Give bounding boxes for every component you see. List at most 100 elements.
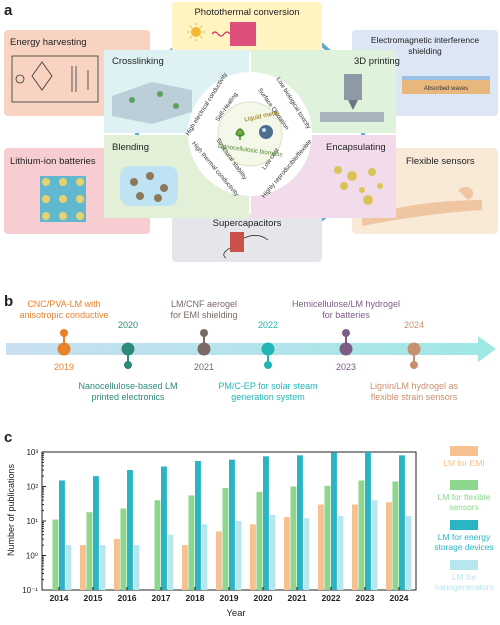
bar-2022-s1 <box>324 485 331 590</box>
bar-2021-s2 <box>297 455 303 590</box>
bar-2019-s0 <box>216 531 222 590</box>
bar-2017-s2 <box>161 466 167 590</box>
panel-c: c Number of publications Year 10⁻¹10⁰10¹… <box>4 429 494 619</box>
event-description: generation system <box>231 392 305 402</box>
event-knob <box>124 361 132 369</box>
x-tick-label: 2017 <box>152 593 171 603</box>
y-axis-title: Number of publications <box>6 463 16 556</box>
emi-label-line1: Electromagnetic interference <box>371 35 479 45</box>
bar-2016-s0 <box>114 539 120 590</box>
bar-2015-s1 <box>86 512 93 590</box>
x-tick-label: 2024 <box>390 593 409 603</box>
bar-2024-s0 <box>386 502 392 590</box>
event-knob <box>264 361 272 369</box>
printer-nozzle-image <box>320 74 384 122</box>
photothermal-label: Photothermal conversion <box>194 7 299 18</box>
legend-swatch <box>450 560 478 570</box>
center-core <box>217 101 283 167</box>
legend-label: sensors <box>449 502 479 512</box>
bar-2024-s3 <box>405 515 412 590</box>
event-knob <box>60 329 68 337</box>
x-axis-title: Year <box>226 608 245 619</box>
panel-a: a Photothermal conversion Energy harv <box>4 2 498 262</box>
x-tick-label: 2022 <box>322 593 341 603</box>
bar-2017-s3 <box>167 534 174 590</box>
bar-2014-s1 <box>52 519 59 590</box>
event-year: 2020 <box>118 320 138 330</box>
event-year: 2022 <box>258 320 278 330</box>
y-tick-label: 10² <box>26 483 38 492</box>
legend-swatch <box>450 480 478 490</box>
event-description: PM/C-EP for solar steam <box>218 381 317 391</box>
event-description: printed electronics <box>91 392 165 402</box>
event-dot <box>407 342 421 356</box>
y-tick-label: 10¹ <box>26 517 38 526</box>
x-tick-label: 2014 <box>50 593 69 603</box>
event-year: 2024 <box>404 320 424 330</box>
bar-2018-s3 <box>201 524 208 590</box>
x-tick-label: 2015 <box>84 593 103 603</box>
bar-2017-s1 <box>154 500 161 590</box>
bar-2020-s2 <box>263 456 269 590</box>
bar-2015-s0 <box>80 545 86 590</box>
bar-2019-s2 <box>229 459 235 590</box>
event-year: 2019 <box>54 362 74 372</box>
y-tick-label: 10⁰ <box>26 552 38 561</box>
bar-2019-s1 <box>222 488 229 590</box>
printing3d-label: 3D printing <box>354 56 400 67</box>
event-dot <box>57 342 71 356</box>
tree-icon <box>235 128 245 140</box>
bar-2014-s3 <box>65 545 72 590</box>
legend-label: storage devices <box>434 542 494 552</box>
blend-beaker-image <box>120 166 178 206</box>
legend-swatch <box>450 446 478 456</box>
encapsulated-spheres-image <box>334 166 383 205</box>
event-dot <box>121 342 135 356</box>
y-tick-label: 10³ <box>26 448 38 457</box>
y-tick-label: 10⁻¹ <box>22 586 38 595</box>
bar-2021-s0 <box>284 517 290 590</box>
bar-2021-s1 <box>290 486 297 590</box>
bar-2016-s1 <box>120 508 127 590</box>
bar-2018-s0 <box>182 545 188 590</box>
bar-2024-s2 <box>399 455 405 590</box>
bar-2016-s2 <box>127 470 133 590</box>
timeline-arrow <box>6 336 496 362</box>
event-description: LM/CNF aerogel <box>171 299 237 309</box>
event-knob <box>410 361 418 369</box>
shield-film-image <box>402 80 490 94</box>
event-description: flexible strain sensors <box>371 392 458 402</box>
bar-2016-s3 <box>133 545 140 590</box>
energy-harvesting-label: Energy harvesting <box>10 37 87 48</box>
x-tick-label: 2016 <box>118 593 137 603</box>
bar-2019-s3 <box>235 521 242 590</box>
emi-inner-label: Absorbed waves <box>424 86 468 92</box>
event-year: 2021 <box>194 362 214 372</box>
liquid-metal-drop-icon <box>259 125 273 139</box>
legend-swatch <box>450 520 478 530</box>
crosslinking-label: Crosslinking <box>112 56 164 67</box>
lithium-label: Lithium-ion batteries <box>10 156 96 167</box>
bar-2015-s3 <box>99 545 106 590</box>
bar-2015-s2 <box>93 476 99 590</box>
bar-2020-s3 <box>269 514 276 590</box>
x-tick-label: 2019 <box>220 593 239 603</box>
bar-2021-s3 <box>303 518 310 590</box>
event-year: 2023 <box>336 362 356 372</box>
bar-2014-s2 <box>59 480 65 590</box>
bar-2022-s3 <box>337 515 344 590</box>
heated-cube-image <box>230 22 256 46</box>
event-description: for EMI shielding <box>170 310 237 320</box>
event-description: Hemicellulose/LM hydrogel <box>292 299 400 309</box>
